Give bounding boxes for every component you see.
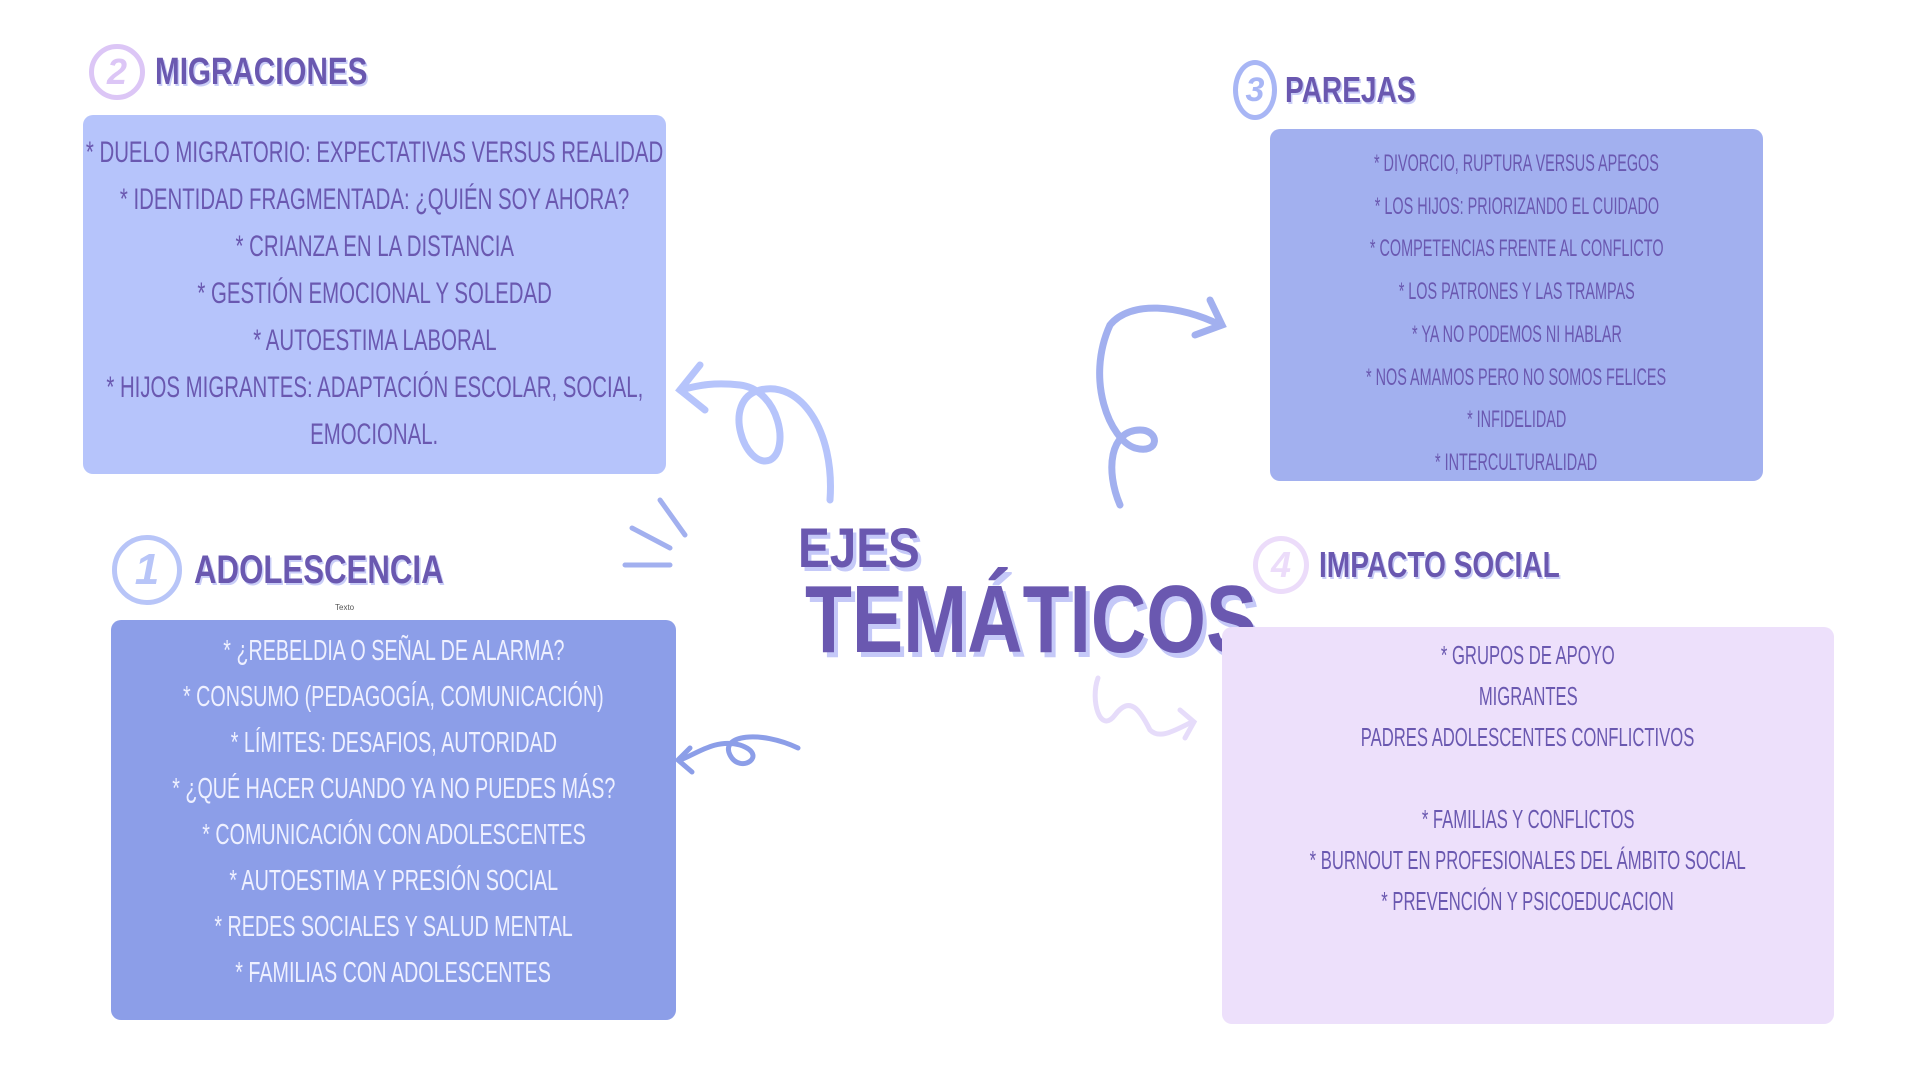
number-badge: 3 bbox=[1233, 60, 1277, 120]
list-item: * Interculturalidad bbox=[1435, 448, 1598, 476]
list-item: * Comunicación con adolescentes bbox=[201, 819, 586, 851]
arrow-to-impacto bbox=[1092, 675, 1195, 737]
list-item: * Duelo migratorio: expectativas versus … bbox=[85, 136, 664, 169]
list-item: * Familias con adolescentes bbox=[235, 957, 552, 989]
impacto-header: 4 IMPACTO SOCIAL bbox=[1253, 536, 1628, 594]
section-title: ADOLESCENCIA bbox=[194, 547, 444, 592]
section-title: PAREJAS bbox=[1285, 69, 1416, 110]
list-item: Migrantes bbox=[1478, 681, 1578, 711]
section-title: MIGRACIONES bbox=[155, 50, 368, 93]
list-item: * Límites: desafios, autoridad bbox=[230, 727, 557, 759]
migraciones-box: * Duelo migratorio: expectativas versus … bbox=[83, 115, 666, 474]
center-title-line1: EJES bbox=[798, 516, 920, 579]
parejas-header: 3 PAREJAS bbox=[1233, 60, 1452, 120]
arrow-to-parejas bbox=[1096, 304, 1224, 509]
list-item: * Competencias frente al conflicto bbox=[1369, 235, 1664, 263]
list-item: * ¿Qué hacer cuando ya no puedes más? bbox=[171, 773, 616, 805]
list-item: * Los patrones y las trampas bbox=[1398, 278, 1635, 306]
list-item: * ¿Rebeldia o señal de alarma? bbox=[222, 635, 565, 667]
list-item: * Consumo (pedagogía, comunicación) bbox=[183, 681, 604, 713]
parejas-box: * Divorcio, ruptura versus apegos * Los … bbox=[1270, 129, 1763, 481]
list-item: * Crianza en la distancia bbox=[235, 230, 514, 263]
text-label: Texto bbox=[335, 603, 355, 612]
impacto-box: * Grupos de apoyo Migrantes Padres adole… bbox=[1222, 627, 1834, 1024]
list-item: * Burnout en profesionales del ámbito so… bbox=[1309, 845, 1747, 875]
list-item: emocional. bbox=[310, 418, 439, 451]
list-item: * Redes sociales y salud mental bbox=[214, 911, 573, 943]
number-badge: 2 bbox=[89, 44, 145, 100]
adolescencia-header: 1 ADOLESCENCIA bbox=[112, 535, 514, 605]
list-item: * Nos amamos pero no somos felices bbox=[1366, 363, 1667, 391]
section-title: IMPACTO SOCIAL bbox=[1319, 544, 1560, 585]
list-item: * Ya no podemos ni hablar bbox=[1411, 320, 1622, 348]
number-badge: 4 bbox=[1253, 536, 1309, 594]
number-badge: 1 bbox=[112, 535, 182, 605]
list-item: * Grupos de apoyo bbox=[1441, 640, 1615, 670]
list-item: * Hijos migrantes: adaptación escolar, s… bbox=[106, 371, 643, 404]
list-item: * Autoestima y presión social bbox=[229, 865, 558, 897]
arrow-to-migraciones bbox=[676, 380, 834, 504]
list-item: * Infidelidad bbox=[1466, 406, 1567, 434]
list-item: * Autoestima laboral bbox=[252, 324, 497, 357]
spark-lines bbox=[622, 497, 688, 568]
center-title-line2: TEMÁTICOS bbox=[805, 566, 1258, 673]
adolescencia-box: * ¿Rebeldia o señal de alarma? * Consumo… bbox=[111, 620, 676, 1020]
list-item: Padres adolescentes conflictivos bbox=[1361, 722, 1695, 752]
list-item: * Los hijos: priorizando el cuidado bbox=[1374, 192, 1659, 220]
list-item: * Prevención y psicoeducacion bbox=[1381, 886, 1675, 916]
list-item: * Identidad fragmentada: ¿Quién soy ahor… bbox=[119, 183, 630, 216]
list-item: * Divorcio, ruptura versus apegos bbox=[1374, 150, 1659, 177]
list-item: * Familias y conflictos bbox=[1421, 804, 1635, 834]
arrow-to-adolescencia bbox=[677, 734, 801, 767]
list-item: * Gestión emocional y soledad bbox=[197, 277, 552, 310]
migraciones-header: 2 MIGRACIONES bbox=[89, 44, 427, 100]
